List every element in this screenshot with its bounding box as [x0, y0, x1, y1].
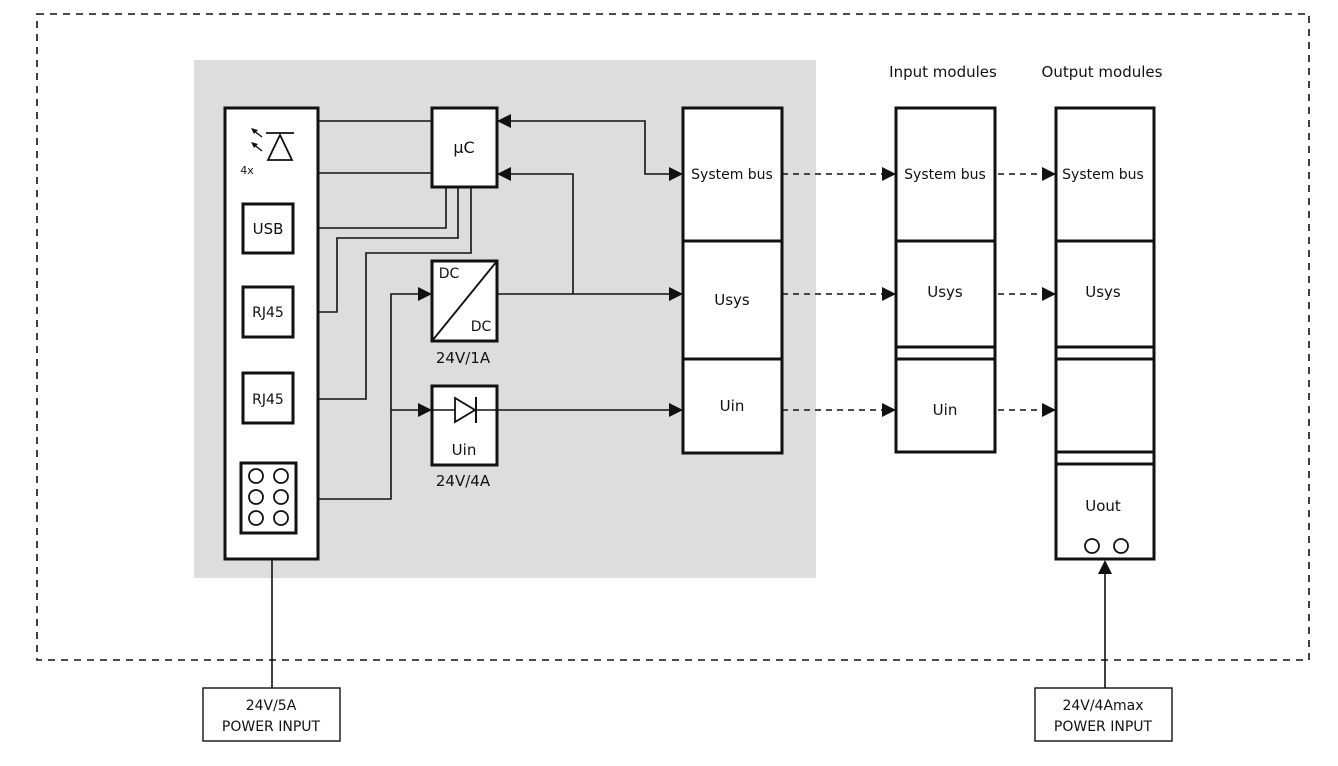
diode-box	[430, 384, 499, 467]
diode-label: Uin	[452, 441, 477, 459]
usb-label: USB	[253, 220, 284, 238]
microcontroller-label: µC	[453, 138, 474, 157]
power-input-right-rating: 24V/4Amax	[1062, 698, 1143, 714]
usb-port	[241, 202, 295, 255]
output-module-uout: Uout	[1085, 497, 1121, 515]
output-terminal-icon	[1084, 538, 1129, 554]
bus-block	[681, 106, 784, 455]
led-count-label: 4x	[240, 164, 254, 177]
power-input-right-label: POWER INPUT	[1054, 719, 1153, 735]
bus-block-uin: Uin	[720, 397, 745, 415]
diode-rating: 24V/4A	[436, 472, 491, 490]
led-indicator-icon	[251, 128, 294, 161]
dcdc-output-label: DC	[471, 319, 492, 335]
dcdc-diagonal	[431, 260, 498, 342]
microcontroller-box	[430, 106, 499, 189]
output-module-system-bus: System bus	[1062, 167, 1144, 183]
bus-links	[782, 173, 1042, 411]
rj45-port-2	[241, 371, 295, 425]
input-module	[894, 106, 997, 454]
input-module-system-bus: System bus	[904, 167, 986, 183]
power-input-left-box	[202, 687, 341, 742]
output-module-usys: Usys	[1085, 283, 1121, 301]
output-module	[1054, 106, 1156, 561]
dcdc-input-label: DC	[439, 266, 460, 282]
bus-block-usys: Usys	[714, 291, 750, 309]
power-connector-icon	[239, 461, 298, 535]
dcdc-rating: 24V/1A	[436, 349, 491, 367]
diode-icon	[432, 396, 497, 424]
rj45-2-label: RJ45	[252, 392, 284, 408]
arrowheads	[265, 114, 1112, 574]
rj45-1-label: RJ45	[252, 305, 284, 321]
bus-block-system-bus: System bus	[691, 167, 773, 183]
rj45-port-1	[241, 285, 295, 339]
power-input-left-rating: 24V/5A	[246, 698, 297, 714]
input-module-usys: Usys	[927, 283, 963, 301]
power-input-right-box	[1034, 687, 1173, 742]
input-modules-header: Input modules	[889, 63, 997, 81]
input-module-uin: Uin	[933, 401, 958, 419]
system-boundary	[36, 13, 1310, 661]
output-modules-header: Output modules	[1042, 63, 1163, 81]
power-input-left-label: POWER INPUT	[222, 719, 321, 735]
